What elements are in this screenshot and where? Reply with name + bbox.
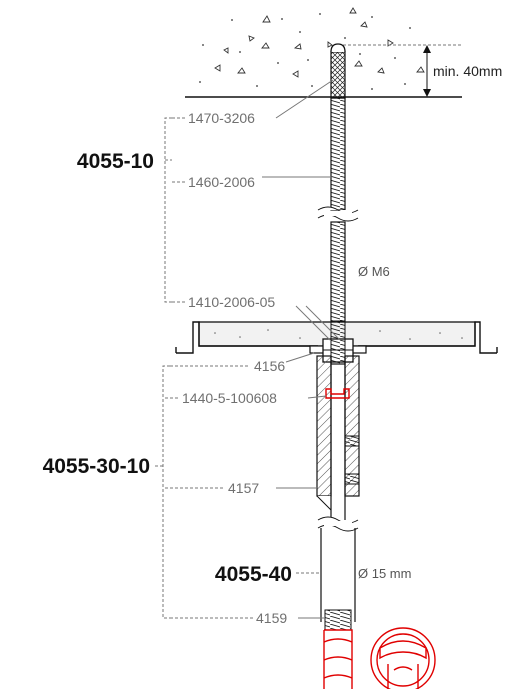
concrete-ceiling — [185, 7, 462, 98]
red-insert — [325, 388, 350, 399]
part-label-4159: 4159 — [256, 610, 287, 626]
group-4055-40: 4055-40 — [215, 563, 292, 586]
group-4055-10: 4055-10 — [77, 150, 154, 173]
diameter-15mm-label: Ø 15 mm — [358, 566, 411, 581]
embed-depth-dimension: min. 40mm — [338, 44, 502, 97]
part-label-4157: 4157 — [228, 480, 259, 496]
part-label-1410-2006-05: 1410-2006-05 — [188, 294, 275, 310]
leader-4156: 4156 — [170, 352, 315, 374]
leader-1470: 1470-3206 — [172, 79, 334, 126]
embed-depth-label: min. 40mm — [433, 63, 502, 79]
group-4055-30-10: 4055-30-10 — [43, 455, 150, 478]
part-label-1470-3206: 1470-3206 — [188, 110, 255, 126]
part-label-1440-5-100608: 1440-5-100608 — [182, 390, 277, 406]
bracket-top: 4055-10 — [77, 117, 172, 303]
leader-1440: 1440-5-100608 — [165, 390, 327, 406]
part-label-4156: 4156 — [254, 358, 285, 374]
threaded-rod — [317, 43, 359, 365]
red-profile — [323, 627, 436, 689]
diameter-m6-label: Ø M6 — [358, 264, 390, 279]
leader-4055-40: 4055-40 — [215, 563, 321, 586]
bracket-bottom: 4055-30-10 — [43, 365, 170, 619]
leader-4157: 4157 — [165, 480, 318, 496]
leader-4159: 4159 — [170, 610, 325, 626]
leader-1410: 1410-2006-05 — [172, 294, 341, 341]
outer-tube — [316, 355, 360, 631]
part-label-1460-2006: 1460-2006 — [188, 174, 255, 190]
leader-1460: 1460-2006 — [172, 174, 332, 190]
